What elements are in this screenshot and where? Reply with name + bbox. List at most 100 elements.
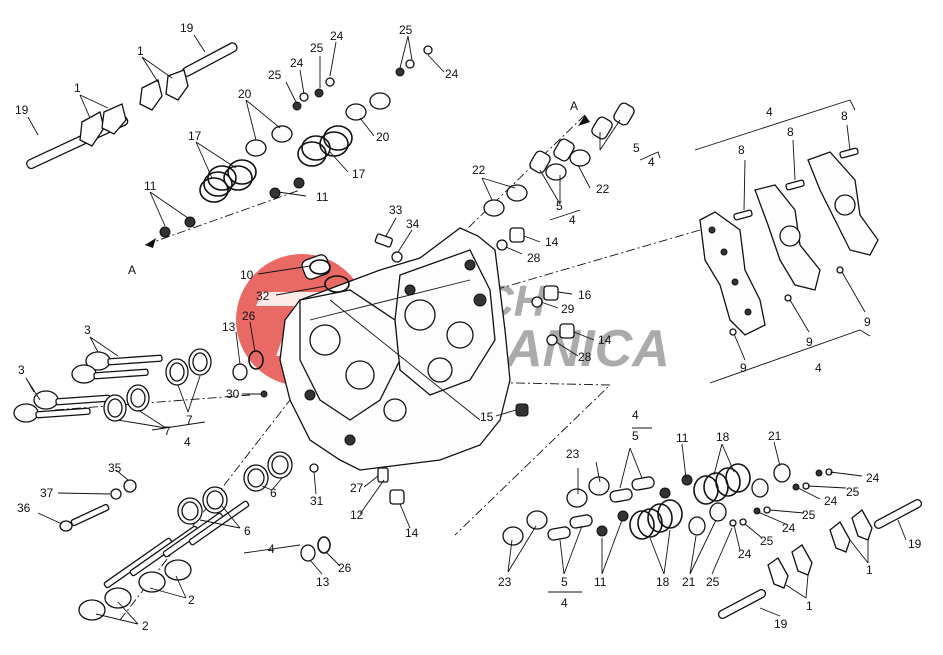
part-26-washer: [248, 350, 264, 370]
callout-18: 18: [656, 575, 670, 589]
callout-24: 24: [290, 56, 304, 70]
callout-31: 31: [310, 494, 324, 508]
callout-4: 4: [632, 408, 639, 422]
callout-1: 1: [74, 81, 81, 95]
parts-bottom-center: [260, 390, 405, 562]
shims-top-left: [292, 45, 433, 111]
callout-24: 24: [445, 67, 459, 81]
callout-19: 19: [180, 21, 194, 35]
callout-19: 19: [774, 617, 788, 631]
callout-6: 6: [270, 486, 277, 500]
part-32-oring: [324, 275, 350, 293]
bracket-4-d: [243, 544, 301, 554]
callout-27: 27: [350, 481, 364, 495]
rockers-1-bottom-right: [717, 499, 923, 619]
shims-24-25-bottom: [729, 468, 833, 527]
parts-35-37-36: [59, 479, 137, 532]
retainers-21: [688, 463, 791, 536]
callout-6: 6: [244, 524, 251, 538]
callout-12: 12: [350, 508, 364, 522]
callout-28: 28: [527, 251, 541, 265]
callout-37: 37: [40, 486, 54, 500]
callout-A: A: [128, 263, 136, 277]
callout-5: 5: [556, 199, 563, 213]
springs-18: [629, 463, 751, 540]
callout-14: 14: [545, 235, 559, 249]
springs-17: [199, 125, 353, 203]
callout-9: 9: [806, 335, 813, 349]
leader-lines: [25, 34, 907, 625]
callout-21: 21: [682, 575, 696, 589]
callout-8: 8: [841, 109, 848, 123]
callout-4: 4: [569, 213, 576, 227]
callout-17: 17: [188, 129, 202, 143]
callout-19: 19: [908, 537, 922, 551]
callout-30: 30: [226, 387, 240, 401]
callout-2: 2: [142, 619, 149, 633]
callout-19: 19: [15, 103, 29, 117]
callout-36: 36: [17, 501, 31, 515]
callout-4: 4: [648, 155, 655, 169]
seats-6-bottom: [177, 451, 293, 525]
retainers-20: [245, 92, 391, 157]
callout-25: 25: [802, 508, 816, 522]
callout-15: 15: [480, 410, 494, 424]
callout-24: 24: [782, 521, 796, 535]
callout-25: 25: [399, 23, 413, 37]
callout-2: 2: [188, 593, 195, 607]
cam-caps-4: [699, 147, 879, 336]
arrow-a-left: [145, 238, 156, 248]
callout-20: 20: [376, 130, 390, 144]
callout-25: 25: [846, 485, 860, 499]
callout-1: 1: [866, 563, 873, 577]
callout-8: 8: [738, 143, 745, 157]
callout-11: 11: [144, 179, 157, 193]
bracket-4-top: [694, 99, 856, 151]
callout-25: 25: [706, 575, 720, 589]
callout-13: 13: [316, 575, 330, 589]
callout-35: 35: [108, 461, 122, 475]
callout-11: 11: [676, 431, 689, 445]
part-13-nut: [232, 363, 248, 381]
callout-labels: 19 1 24 25 24 25 25 24 19 1 20 20 17 17 …: [15, 21, 922, 633]
callout-4: 4: [561, 596, 568, 610]
callout-23: 23: [498, 575, 512, 589]
callout-11: 11: [316, 190, 329, 204]
arrow-a-top: [578, 115, 590, 126]
callout-21: 21: [768, 429, 782, 443]
callout-26: 26: [338, 561, 352, 575]
callout-34: 34: [406, 217, 420, 231]
callout-1: 1: [137, 44, 144, 58]
seats-7-left: [103, 348, 212, 422]
callout-1: 1: [806, 599, 813, 613]
rocker-group-top-left: [26, 42, 238, 170]
callout-18: 18: [716, 430, 730, 444]
callout-26: 26: [242, 309, 256, 323]
callout-16: 16: [578, 288, 592, 302]
callout-3: 3: [18, 363, 25, 377]
callout-23: 23: [566, 447, 580, 461]
callout-17: 17: [352, 167, 366, 181]
callout-33: 33: [389, 203, 403, 217]
collets-11-top: [159, 177, 305, 238]
plugs-right: [496, 227, 575, 417]
callout-5: 5: [561, 575, 568, 589]
callout-28: 28: [578, 350, 592, 364]
callout-24: 24: [866, 471, 880, 485]
bracket-4-bottom: [709, 329, 871, 384]
callout-24: 24: [738, 547, 752, 561]
callout-14: 14: [598, 333, 612, 347]
callout-7: 7: [164, 424, 171, 438]
callout-22: 22: [596, 182, 610, 196]
callout-25: 25: [760, 534, 774, 548]
callout-8: 8: [787, 125, 794, 139]
callout-4: 4: [184, 435, 191, 449]
callout-32: 32: [256, 289, 270, 303]
callout-4: 4: [815, 361, 822, 375]
callout-24: 24: [330, 29, 344, 43]
callout-A: A: [570, 99, 578, 113]
cylinder-head: [279, 227, 511, 471]
part-10-oil-filler: [301, 254, 331, 280]
